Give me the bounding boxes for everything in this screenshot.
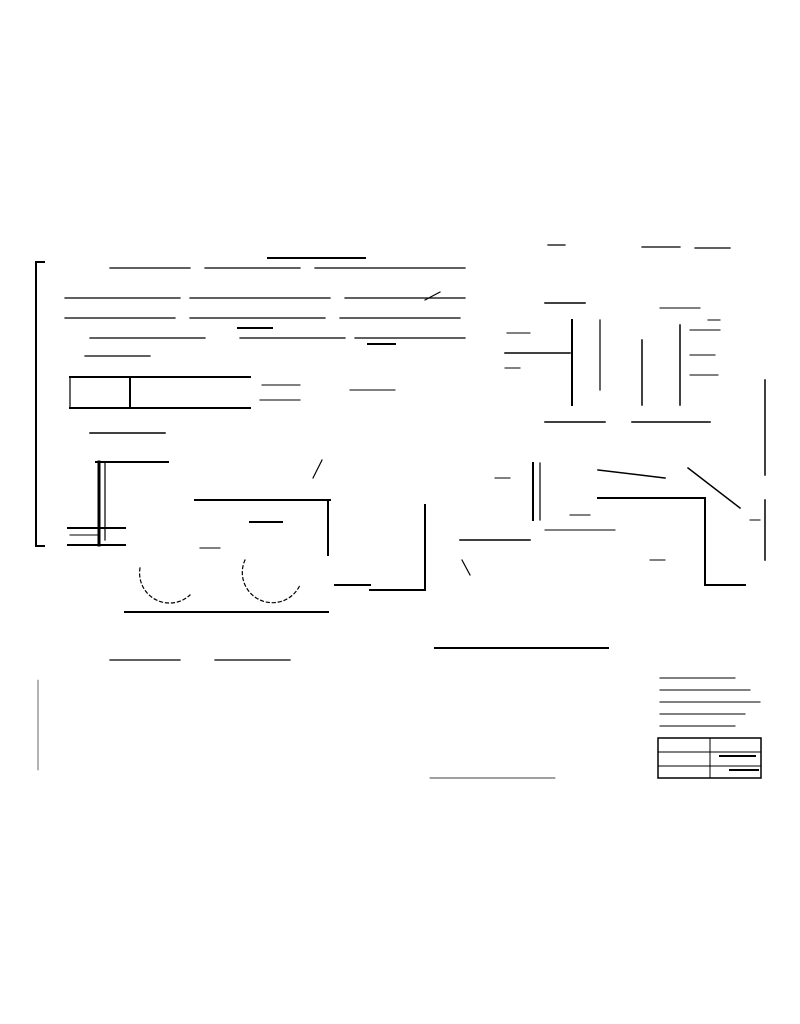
detail-b <box>504 302 721 423</box>
section-view-right <box>597 466 761 586</box>
notes-block <box>64 267 466 357</box>
general-notes <box>659 677 761 727</box>
section-view-center <box>312 459 616 649</box>
top-title-underline <box>267 244 731 259</box>
bottom-trace <box>37 679 556 779</box>
sheet-border-left <box>35 261 45 547</box>
title-block <box>657 737 762 779</box>
section-view-left <box>67 460 371 661</box>
detail-a <box>69 376 396 434</box>
